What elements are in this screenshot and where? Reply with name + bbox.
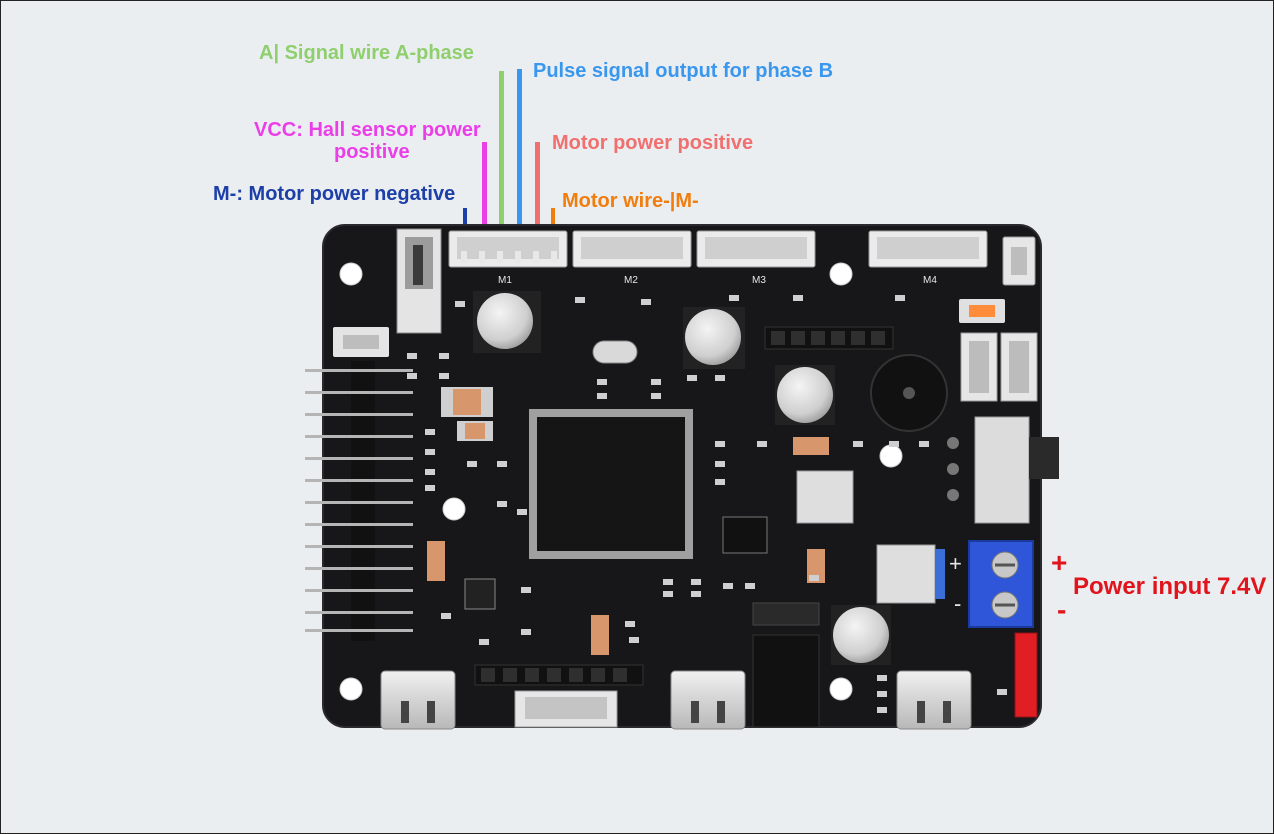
- power-plus-sign: +: [1051, 549, 1067, 577]
- label-vcc-line2: positive: [334, 142, 410, 162]
- pin-header-top: [765, 327, 893, 349]
- port-label-m3: M3: [752, 275, 766, 286]
- orange-component-4: [793, 437, 829, 455]
- label-power-input: Power input 7.4V: [1073, 575, 1266, 599]
- label-motor-wire: Motor wire-|M-: [562, 191, 699, 211]
- motor-connector-m3: [697, 231, 815, 267]
- crystal: [593, 341, 637, 363]
- label-motor-negative: M-: Motor power negative: [213, 184, 455, 204]
- power-minus-sign: -: [1057, 596, 1066, 624]
- small-ic-2: [465, 579, 495, 609]
- motor-connector-m2: [573, 231, 691, 267]
- port-label-m4: M4: [923, 275, 937, 286]
- motor-connector-m4: [869, 231, 987, 267]
- port-label-m2: M2: [624, 275, 638, 286]
- port-label-m1: M1: [498, 275, 512, 286]
- silk-minus: -: [954, 591, 961, 616]
- pin-block-grid: [753, 603, 819, 727]
- power-inductor-2: [877, 545, 935, 603]
- usb-c-port-1: [381, 671, 455, 729]
- orange-component-1: [427, 541, 445, 581]
- pin-header-bottom: [475, 665, 643, 685]
- controller-board: M1 M2 M3 M4: [305, 225, 1059, 729]
- orange-component-2: [591, 615, 609, 655]
- small-ic-1: [723, 517, 767, 553]
- power-terminal: [969, 541, 1033, 627]
- mcu-chip: [537, 417, 685, 551]
- motor-connector-m1: [449, 231, 567, 267]
- usb-c-port-2: [671, 671, 745, 729]
- red-connector: [1015, 633, 1037, 717]
- label-vcc-line1: VCC: Hall sensor power: [254, 120, 481, 140]
- label-pulse-b: Pulse signal output for phase B: [533, 61, 833, 81]
- label-motor-positive: Motor power positive: [552, 133, 753, 153]
- silk-plus: +: [949, 551, 962, 576]
- power-switch: [975, 417, 1029, 523]
- usb-c-port-3: [897, 671, 971, 729]
- power-inductor: [797, 471, 853, 523]
- label-signal-a: A| Signal wire A-phase: [259, 43, 474, 63]
